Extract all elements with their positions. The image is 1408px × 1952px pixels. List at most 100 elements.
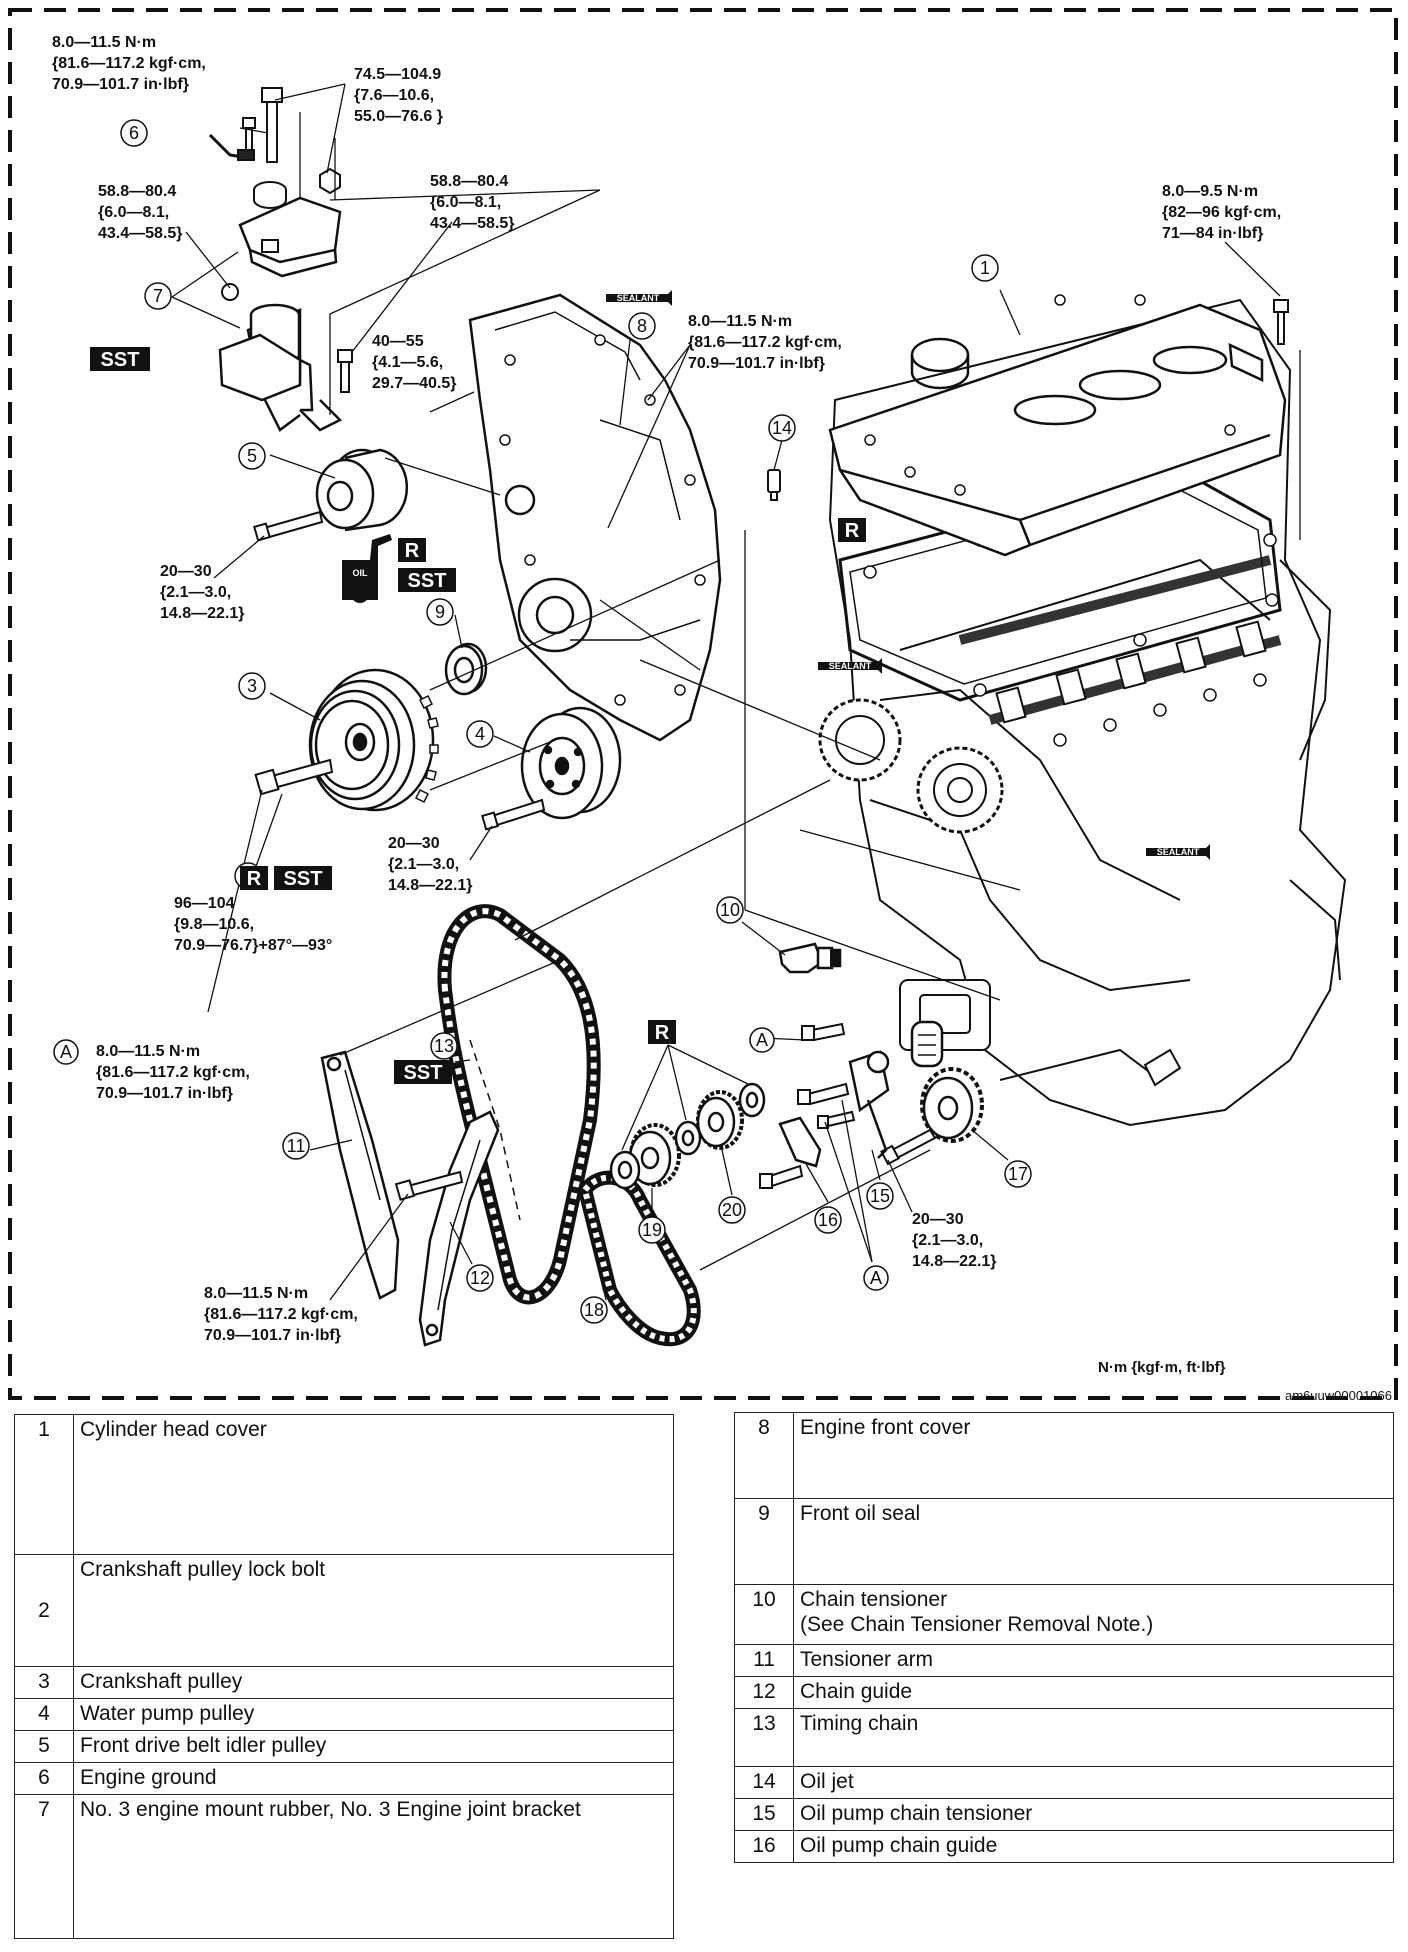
svg-text:70.9—101.7 in·lbf}: 70.9—101.7 in·lbf} — [96, 1085, 233, 1102]
svg-text:8.0—11.5 N·m: 8.0—11.5 N·m — [688, 313, 792, 330]
svg-text:8.0—11.5 N·m: 8.0—11.5 N·m — [96, 1043, 200, 1060]
tag-r-gasket: R — [838, 518, 866, 542]
tag-r-pump: R — [648, 1020, 676, 1044]
table-row: 13 Timing chain — [734, 1708, 1394, 1767]
svg-text:{81.6—117.2 kgf·cm,: {81.6—117.2 kgf·cm, — [96, 1064, 250, 1081]
callout-11: 11 — [282, 1132, 310, 1160]
chain-guide — [418, 1110, 500, 1347]
callout-10: 10 — [716, 896, 744, 924]
crankshaft-pulley — [308, 668, 439, 812]
timing-chain — [437, 904, 601, 1305]
svg-text:14.8—22.1}: 14.8—22.1} — [160, 605, 245, 622]
svg-text:14.8—22.1}: 14.8—22.1} — [388, 877, 473, 894]
svg-text:A: A — [756, 1030, 768, 1050]
sealant-tube-front-cover: SEALANT — [606, 290, 672, 306]
parts-table-left: 1 Cylinder head cover 2 Crankshaft pulle… — [14, 1414, 674, 1939]
svg-text:{9.8—10.6,: {9.8—10.6, — [174, 916, 254, 933]
callout-A-1: A — [749, 1027, 775, 1053]
oil-pump-sprocket-17 — [920, 1067, 984, 1143]
tag-sst-seal: SST — [398, 568, 456, 592]
svg-text:74.5—104.9: 74.5—104.9 — [354, 66, 441, 83]
svg-text:20—30: 20—30 — [388, 835, 440, 852]
svg-text:SST: SST — [284, 868, 323, 890]
svg-text:SST: SST — [404, 1062, 443, 1084]
torque-mount-top-bolt: 74.5—104.9 {7.6—10.6, 55.0—76.6 } — [354, 66, 443, 125]
parts-table-right: 8 Engine front cover 9 Front oil seal 10… — [734, 1412, 1394, 1863]
crank-sprocket-20 — [696, 1090, 744, 1150]
svg-text:{6.0—8.1,: {6.0—8.1, — [430, 194, 501, 211]
table-row: 5 Front drive belt idler pulley — [14, 1730, 674, 1763]
oil-can-icon: OIL — [342, 534, 392, 603]
svg-text:8.0—11.5 N·m: 8.0—11.5 N·m — [52, 34, 156, 51]
chain-tensioner — [778, 942, 944, 1068]
callout-17: 17 — [1004, 1160, 1032, 1188]
svg-text:{82—96 kgf·cm,: {82—96 kgf·cm, — [1162, 204, 1281, 221]
svg-text:12: 12 — [470, 1268, 490, 1288]
torque-pump-bolt: 20—30 {2.1—3.0, 14.8—22.1} — [912, 1211, 997, 1270]
svg-text:29.7—40.5}: 29.7—40.5} — [372, 375, 457, 392]
front-oil-seal — [444, 642, 488, 696]
svg-text:70.9—101.7 in·lbf}: 70.9—101.7 in·lbf} — [688, 355, 825, 372]
svg-text:{2.1—3.0,: {2.1—3.0, — [912, 1232, 983, 1249]
table-row: 7 No. 3 engine mount rubber, No. 3 Engin… — [14, 1794, 674, 1939]
svg-text:SEALANT: SEALANT — [829, 661, 872, 671]
svg-text:{2.1—3.0,: {2.1—3.0, — [160, 584, 231, 601]
table-row: 16 Oil pump chain guide — [734, 1830, 1394, 1863]
callout-1: 1 — [971, 254, 999, 282]
table-row: 3 Crankshaft pulley — [14, 1666, 674, 1699]
callout-20: 20 — [718, 1196, 746, 1224]
svg-text:58.8—80.4: 58.8—80.4 — [98, 183, 176, 200]
part-note: (See Chain Tensioner Removal Note.) — [800, 1613, 1154, 1637]
table-row: 11 Tensioner arm — [734, 1644, 1394, 1677]
callout-8: 8 — [628, 312, 656, 340]
svg-text:70.9—101.7 in·lbf}: 70.9—101.7 in·lbf} — [52, 76, 189, 93]
callout-4: 4 — [466, 720, 494, 748]
svg-text:9: 9 — [435, 602, 445, 622]
svg-text:{81.6—117.2 kgf·cm,: {81.6—117.2 kgf·cm, — [688, 334, 842, 351]
table-row: 10 Chain tensioner(See Chain Tensioner R… — [734, 1584, 1394, 1645]
svg-text:70.9—101.7 in·lbf}: 70.9—101.7 in·lbf} — [204, 1327, 341, 1344]
svg-text:19: 19 — [642, 1220, 662, 1240]
torque-ground-bolt: 8.0—11.5 N·m {81.6—117.2 kgf·cm, 70.9—10… — [52, 34, 206, 93]
sealant-tube-head: SEALANT — [818, 658, 882, 674]
svg-text:OIL: OIL — [353, 568, 369, 578]
exploded-engine-diagram: 1 2 3 4 5 6 7 8 9 10 11 12 13 14 15 16 1… — [8, 8, 1398, 1403]
svg-text:10: 10 — [720, 900, 740, 920]
torque-cover-bolt-small: 40—55 {4.1—5.6, 29.7—40.5} — [372, 333, 457, 392]
callout-16: 16 — [814, 1206, 842, 1234]
tag-sst-chain: SST — [394, 1060, 452, 1084]
svg-text:70.9—76.7}+87°—93°: 70.9—76.7}+87°—93° — [174, 937, 332, 954]
callout-13: 13 — [430, 1032, 458, 1060]
table-row: 1 Cylinder head cover — [14, 1414, 674, 1555]
svg-text:7: 7 — [153, 286, 163, 306]
svg-text:55.0—76.6 }: 55.0—76.6 } — [354, 108, 443, 125]
table-row: 2 Crankshaft pulley lock bolt — [14, 1554, 674, 1667]
part-name: Chain tensioner — [800, 1588, 948, 1611]
callout-15: 15 — [866, 1182, 894, 1210]
svg-text:14: 14 — [772, 418, 792, 438]
svg-text:SEALANT: SEALANT — [1157, 847, 1200, 857]
svg-text:8.0—11.5 N·m: 8.0—11.5 N·m — [204, 1285, 308, 1302]
svg-text:13: 13 — [434, 1036, 454, 1056]
svg-text:6: 6 — [129, 123, 139, 143]
diagram-frame — [8, 8, 1398, 1400]
callout-7: 7 — [144, 282, 172, 310]
callout-18: 18 — [580, 1296, 608, 1324]
table-row: 9 Front oil seal — [734, 1498, 1394, 1585]
tag-r-crank-bolt: R — [240, 866, 268, 890]
head-cover-bolt-icon — [1273, 299, 1289, 345]
svg-text:R: R — [405, 540, 420, 562]
svg-text:71—84 in·lbf}: 71—84 in·lbf} — [1162, 225, 1263, 242]
svg-text:SST: SST — [408, 570, 447, 592]
torque-idler-bolt: 20—30 {2.1—3.0, 14.8—22.1} — [160, 563, 245, 622]
washers-icon — [609, 1082, 766, 1190]
callout-A-3: A — [53, 1039, 79, 1065]
tensioner-arm — [320, 1050, 400, 1300]
svg-text:{7.6—10.6,: {7.6—10.6, — [354, 87, 434, 104]
oil-pump-chain-tensioner — [848, 1050, 890, 1159]
engine-mount — [218, 196, 343, 432]
table-row: 6 Engine ground — [14, 1762, 674, 1795]
svg-text:{4.1—5.6,: {4.1—5.6, — [372, 354, 443, 371]
svg-text:16: 16 — [818, 1210, 838, 1230]
torque-head-cover-bolt: 8.0—9.5 N·m {82—96 kgf·cm, 71—84 in·lbf} — [1162, 183, 1281, 242]
